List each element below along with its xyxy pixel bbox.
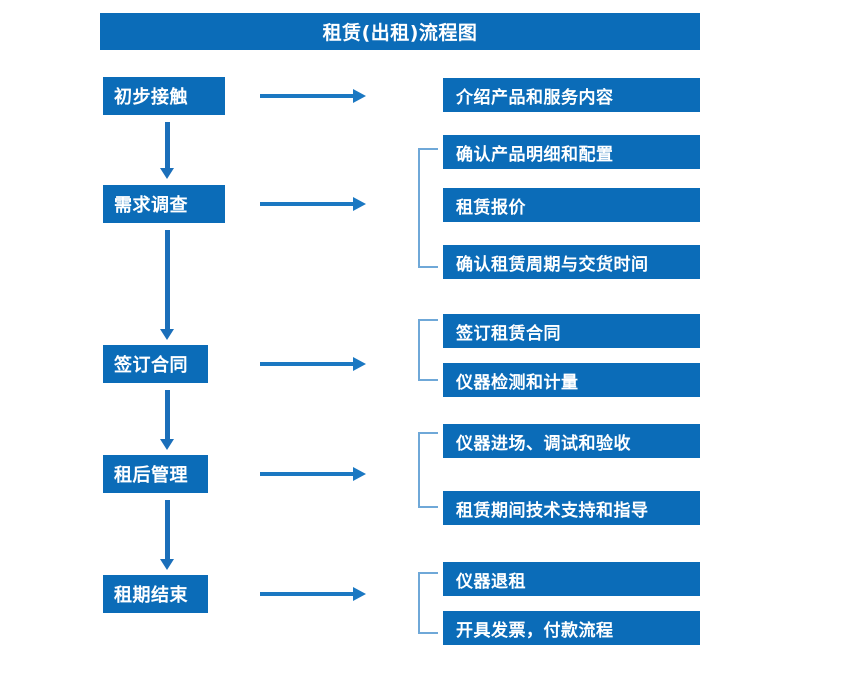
right-arrow-icon-1	[260, 89, 366, 103]
stage-box-5[interactable]: 租期结束	[103, 575, 208, 613]
down-arrow-icon-1	[160, 122, 174, 179]
arrow-head	[353, 197, 366, 211]
stage-box-2[interactable]: 需求调查	[103, 185, 225, 223]
arrow-shaft	[260, 472, 354, 476]
arrow-shaft	[260, 94, 354, 98]
bracket-icon-group-4	[418, 432, 438, 508]
arrow-head	[353, 89, 366, 103]
down-arrow-icon-3	[160, 390, 174, 450]
right-arrow-icon-5	[260, 587, 366, 601]
down-arrow-icon-2	[160, 230, 174, 340]
stage-box-4[interactable]: 租后管理	[103, 455, 208, 493]
detail-box-2-3[interactable]: 确认租赁周期与交货时间	[443, 245, 700, 279]
bracket-icon-group-5	[418, 572, 438, 634]
detail-box-4-1[interactable]: 仪器进场、调试和验收	[443, 424, 700, 458]
arrow-head	[160, 439, 174, 450]
down-arrow-icon-4	[160, 500, 174, 570]
arrow-shaft	[260, 592, 354, 596]
arrow-head	[160, 559, 174, 570]
detail-box-5-1[interactable]: 仪器退租	[443, 562, 700, 596]
detail-box-2-2[interactable]: 租赁报价	[443, 188, 700, 222]
arrow-head	[353, 467, 366, 481]
stage-box-1[interactable]: 初步接触	[103, 77, 225, 115]
right-arrow-icon-2	[260, 197, 366, 211]
arrow-shaft	[165, 122, 170, 168]
diagram-title: 租赁(出租)流程图	[100, 13, 700, 50]
detail-box-5-2[interactable]: 开具发票，付款流程	[443, 611, 700, 645]
bracket-icon-group-2	[418, 148, 438, 268]
arrow-shaft	[260, 362, 354, 366]
arrow-head	[353, 357, 366, 371]
arrow-head	[353, 587, 366, 601]
arrow-head	[160, 329, 174, 340]
arrow-head	[160, 168, 174, 179]
detail-box-2-1[interactable]: 确认产品明细和配置	[443, 135, 700, 169]
detail-box-3-1[interactable]: 签订租赁合同	[443, 314, 700, 348]
right-arrow-icon-3	[260, 357, 366, 371]
detail-box-3-2[interactable]: 仪器检测和计量	[443, 363, 700, 397]
right-arrow-icon-4	[260, 467, 366, 481]
bracket-icon-group-3	[418, 319, 438, 381]
arrow-shaft	[165, 390, 170, 439]
detail-box-4-2[interactable]: 租赁期间技术支持和指导	[443, 491, 700, 525]
arrow-shaft	[165, 230, 170, 329]
detail-box-1-1[interactable]: 介绍产品和服务内容	[443, 78, 700, 112]
arrow-shaft	[165, 500, 170, 559]
arrow-shaft	[260, 202, 354, 206]
stage-box-3[interactable]: 签订合同	[103, 345, 208, 383]
